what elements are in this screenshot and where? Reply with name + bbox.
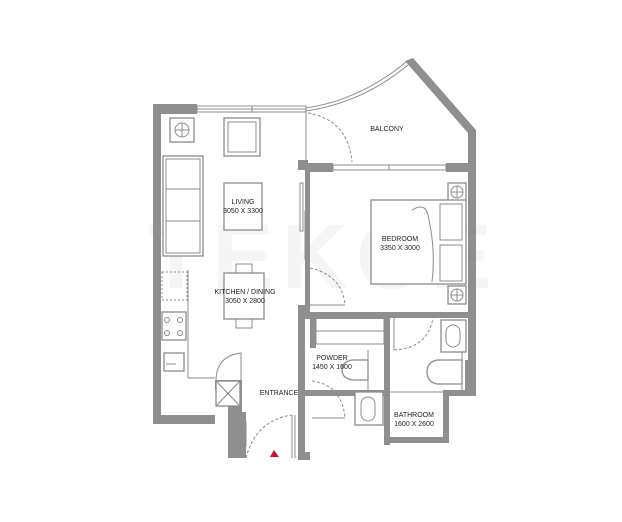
bath-fixtures: [311, 317, 467, 426]
room-label-powder: POWDER: [316, 355, 348, 362]
room-label-bedroom: BEDROOM: [382, 236, 418, 243]
room-dims-bathroom: 1600 X 2600: [394, 421, 434, 428]
room-dims-bedroom: 3350 X 3000: [380, 245, 420, 252]
room-label-living: LIVING: [232, 199, 255, 206]
room-label-balcony: BALCONY: [370, 126, 404, 133]
room-label-kitchen: KITCHEN / DINING: [214, 289, 275, 296]
entrance: [239, 414, 296, 459]
windows: [196, 61, 447, 171]
room-dims-living: 3050 X 3300: [223, 208, 263, 215]
bedroom-furniture: [309, 182, 467, 345]
entrance-marker-icon: [270, 450, 279, 457]
room-label-entrance: ENTRANCE: [260, 390, 299, 397]
balcony-door-swing: [307, 112, 353, 163]
room-label-bathroom: BATHROOM: [394, 412, 434, 419]
living-furniture: [162, 117, 309, 260]
kitchen-furniture: [161, 263, 265, 407]
room-dims-kitchen: 3050 X 2800: [225, 298, 265, 305]
room-dims-powder: 1450 X 1600: [312, 364, 352, 371]
